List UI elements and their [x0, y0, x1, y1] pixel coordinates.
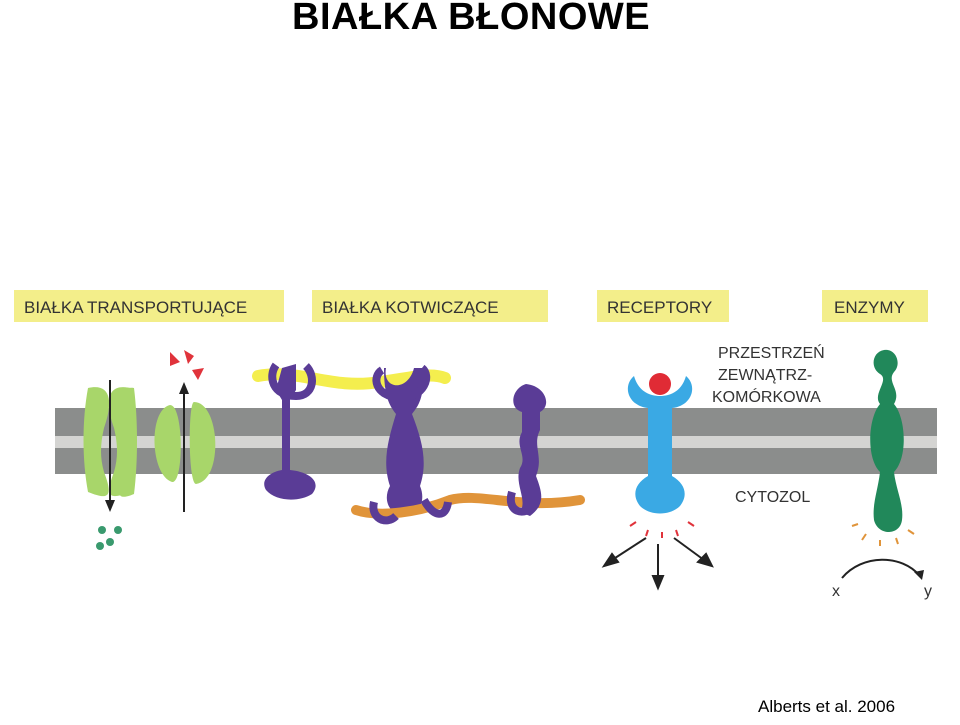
product-label: y: [924, 583, 932, 600]
enzyme-protein: [870, 349, 904, 532]
label-box-transport: [14, 290, 284, 322]
label-anchor: BIAŁKA KOTWICZĄCE: [322, 298, 499, 317]
signal-marks: [629, 521, 695, 538]
transport-arrows: [105, 380, 189, 512]
label-box-anchor: [312, 290, 548, 322]
receptor-protein: [627, 376, 693, 514]
transport-channel: [83, 387, 137, 497]
ion-dots: [96, 526, 122, 550]
signal-arrows: [601, 537, 714, 591]
label-extracellular-line3: KOMÓRKOWA: [712, 387, 821, 406]
transport-carrier: [154, 402, 216, 484]
reaction-arrow: [841, 558, 924, 580]
label-extracellular-line2: ZEWNĄTRZ-: [718, 367, 812, 384]
label-cytosol: CYTOZOL: [735, 489, 810, 506]
lipid-bilayer: [55, 408, 937, 474]
anchor-protein-2: [372, 364, 431, 515]
membrane-diagram: BIAŁKA TRANSPORTUJĄCE BIAŁKA KOTWICZĄCE …: [14, 290, 937, 600]
anchor-protein-1: [264, 362, 316, 500]
membrane-proteins-figure: BIAŁKA TRANSPORTUJĄCE BIAŁKA KOTWICZĄCE …: [0, 200, 960, 620]
page-title: BIAŁKA BŁONOWE: [292, 0, 651, 38]
label-box-receptors: [597, 290, 729, 322]
ligand: [649, 373, 671, 395]
enzyme-activity-marks: [851, 523, 915, 546]
label-transport: BIAŁKA TRANSPORTUJĄCE: [24, 298, 247, 317]
anchor-protein-3: [506, 384, 547, 516]
substrate-label: x: [832, 583, 840, 600]
label-receptors: RECEPTORY: [607, 298, 712, 317]
citation: Alberts et al. 2006: [758, 697, 896, 716]
label-enzymes: ENZYMY: [834, 298, 905, 317]
label-extracellular-line1: PRZESTRZEŃ: [718, 343, 825, 362]
solute-triangles: [170, 350, 204, 380]
label-box-enzymes: [822, 290, 928, 322]
